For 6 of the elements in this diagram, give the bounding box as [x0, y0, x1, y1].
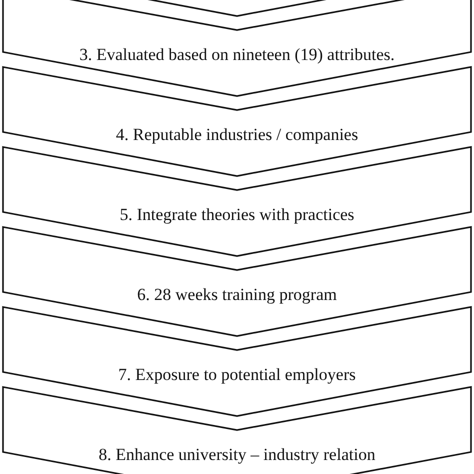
step-text: 3. Evaluated based on nineteen (19) attributes.: [78, 45, 396, 65]
step-text: 4. Reputable industries / companies: [114, 125, 360, 145]
step-text: 7. Exposure to potential employers: [117, 365, 357, 385]
step-text: 6. 28 weeks training program: [136, 285, 338, 305]
step-text: 8. Enhance university – industry relation: [98, 445, 376, 465]
step-text: 5. Integrate theories with practices: [118, 205, 356, 225]
